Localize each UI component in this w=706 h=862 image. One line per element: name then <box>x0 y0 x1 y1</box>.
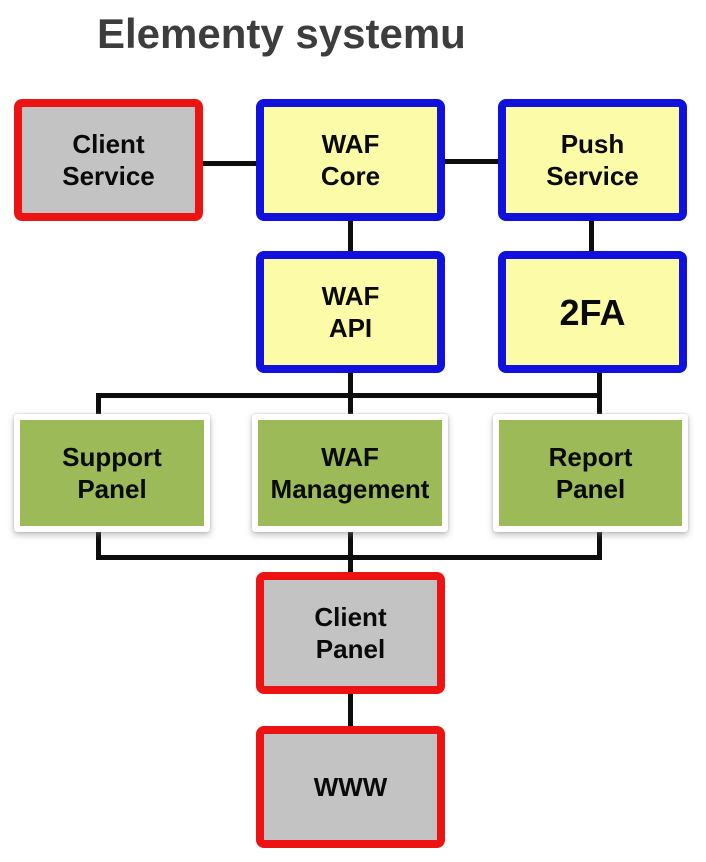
node-client-panel: Client Panel <box>256 572 445 694</box>
node-push-service-label: Push Service <box>546 128 639 192</box>
connector-support-panel-bus2 <box>96 529 101 560</box>
node-waf-management: WAF Management <box>252 414 448 532</box>
node-report-panel: Report Panel <box>493 414 688 532</box>
connector-bus2 <box>96 555 602 560</box>
node-support-panel: Support Panel <box>14 414 210 532</box>
connector-report-panel-bus2 <box>597 529 602 560</box>
node-client-panel-label: Client Panel <box>314 601 387 665</box>
connector-waf-core-push-service <box>443 159 500 164</box>
diagram-title: Elementy systemu <box>97 10 466 57</box>
connector-bus1 <box>96 393 602 398</box>
node-waf-management-label: WAF Management <box>270 441 430 505</box>
node-www: WWW <box>256 726 445 848</box>
node-client-service-label: Client Service <box>62 128 155 192</box>
node-2fa-label: 2FA <box>559 291 626 333</box>
node-report-panel-label: Report Panel <box>548 441 633 505</box>
node-2fa: 2FA <box>498 251 687 373</box>
node-push-service: Push Service <box>498 99 687 221</box>
connector-waf-core-waf-api <box>348 219 353 253</box>
connector-waf-management-client-panel <box>348 529 353 575</box>
node-support-panel-label: Support Panel <box>62 441 162 505</box>
node-waf-core-label: WAF Core <box>320 128 381 192</box>
connector-push-service-2fa <box>589 218 594 253</box>
node-www-label: WWW <box>313 771 388 802</box>
node-waf-api: WAF API <box>256 251 445 373</box>
connector-bus1-support-panel <box>96 393 101 418</box>
connector-client-service-waf-core <box>200 161 258 166</box>
node-waf-core: WAF Core <box>256 99 445 221</box>
connector-client-panel-www <box>348 691 353 729</box>
node-client-service: Client Service <box>14 99 203 221</box>
node-waf-api-label: WAF API <box>321 280 380 344</box>
